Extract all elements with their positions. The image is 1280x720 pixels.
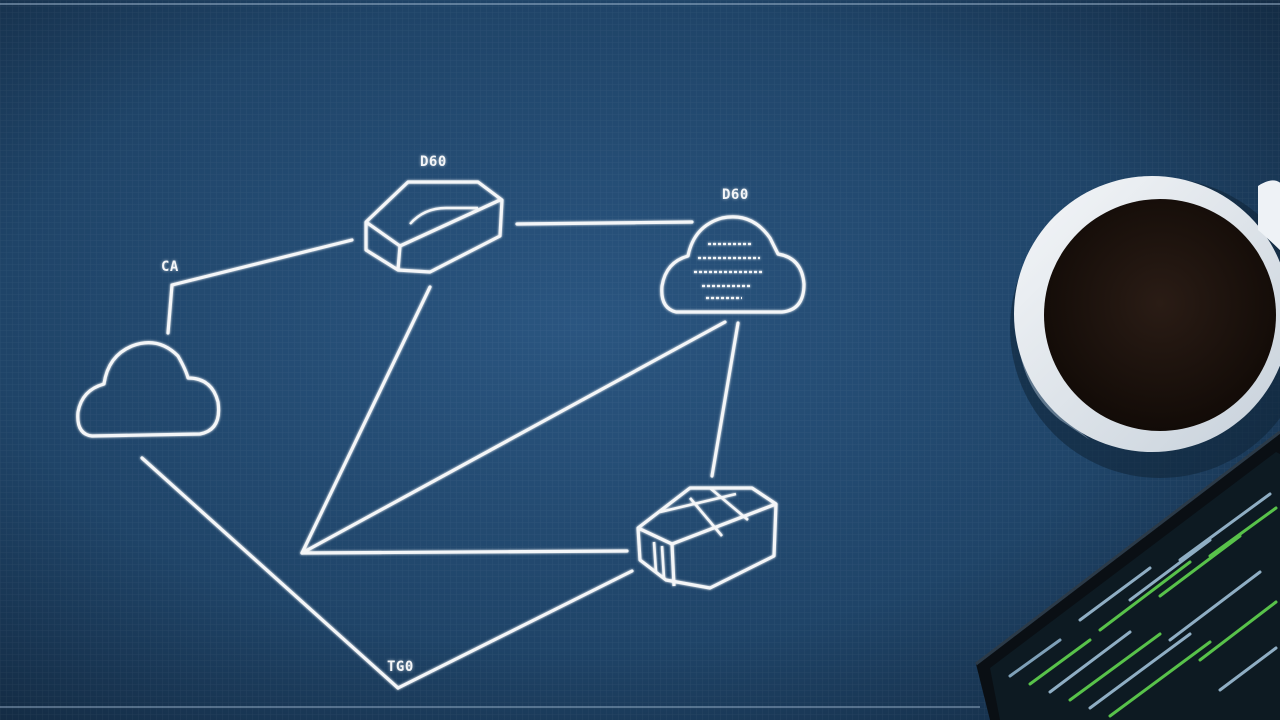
server-label: D60 xyxy=(420,154,447,170)
package-box-icon xyxy=(636,486,778,590)
connector-cloud-db-to-box xyxy=(710,321,740,478)
cloud-icon xyxy=(76,341,221,438)
connector-cloud-db-to-hub xyxy=(300,320,727,555)
cloud-database-icon xyxy=(660,215,806,314)
connector-cloud-to-bottom xyxy=(140,456,400,690)
laptop-with-code xyxy=(975,430,1280,720)
cloud-database-label: D60 xyxy=(722,187,749,203)
bottom-node-label: TG0 xyxy=(387,659,414,675)
connector-hub-to-box xyxy=(300,549,629,555)
cloud-label: CA xyxy=(161,259,179,275)
connector-server-to-cloud-db xyxy=(515,220,694,226)
server-box-icon xyxy=(364,180,504,274)
connector-cloud-to-server xyxy=(166,238,354,335)
connection-lines xyxy=(140,220,740,690)
coffee-mug xyxy=(1010,176,1280,478)
connector-server-to-hub xyxy=(300,285,432,555)
connector-bottom-to-box xyxy=(396,569,634,690)
